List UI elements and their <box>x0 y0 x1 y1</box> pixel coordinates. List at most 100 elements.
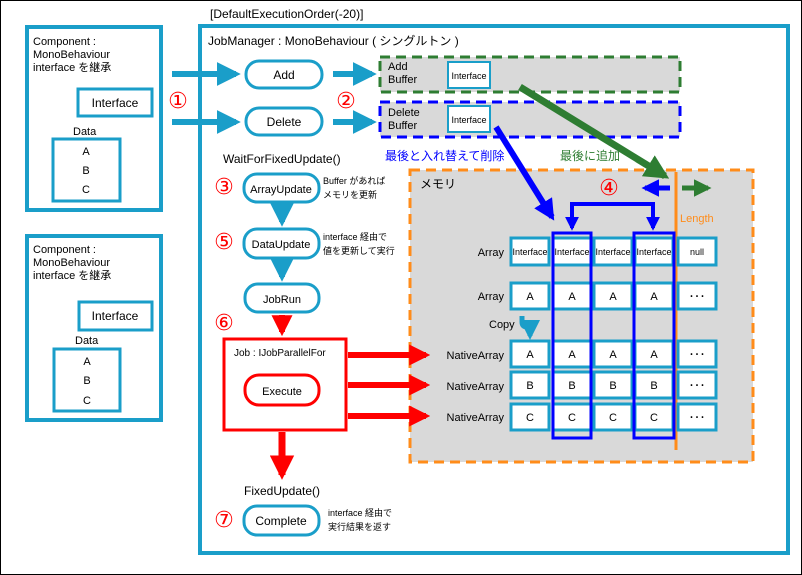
copy-label: Copy <box>489 319 515 331</box>
delete-buffer-interface: Interface <box>451 115 486 125</box>
step-2-number: ② <box>336 89 356 114</box>
delete-buffer-line2: Buffer <box>388 120 417 132</box>
component-2-title-line1: Component : <box>33 244 96 256</box>
step-7-number: ⑦ <box>214 508 234 533</box>
component-2-title-line2: MonoBehaviour <box>33 257 110 269</box>
fixed-update-label: FixedUpdate() <box>244 484 320 498</box>
row-3-cell-3 <box>592 339 634 369</box>
row-1-label: Array <box>478 247 505 259</box>
component-2-data-a: A <box>83 356 91 368</box>
row-4-cell-5-text: ･･･ <box>689 380 706 392</box>
component-1-data-b: B <box>82 165 89 177</box>
memory-row-data-array: Array A A A A ･･･ <box>478 281 718 311</box>
array-update-note-line2: メモリを更新 <box>323 189 377 200</box>
data-update-note-line2: 値を更新して実行 <box>323 245 395 256</box>
component-1-data-label: Data <box>73 126 97 138</box>
row-3-cell-5-text: ･･･ <box>689 349 706 361</box>
row-3-cell-1 <box>509 339 551 369</box>
component-2-data-label: Data <box>75 335 99 347</box>
complete-node <box>242 504 321 537</box>
complete-note-line1: interface 経由で <box>328 507 392 518</box>
highlight-column-last <box>632 231 676 440</box>
row-3-cell-3-text: A <box>609 349 617 361</box>
row-4-cell-1 <box>509 370 551 400</box>
row-5-cell-1 <box>509 402 551 432</box>
row-2-label: Array <box>478 291 505 303</box>
delete-button-label: Delete <box>267 115 302 129</box>
length-label: Length <box>680 213 714 225</box>
data-update-note-line1: interface 経由で <box>323 231 387 242</box>
step-5-number: ⑤ <box>214 230 234 255</box>
component-1-data-c: C <box>82 184 90 196</box>
row-4-cell-3 <box>592 370 634 400</box>
row-4-cell-1-text: B <box>526 380 533 392</box>
row-3-label: NativeArray <box>447 350 505 362</box>
add-buffer-line1: Add <box>388 61 408 73</box>
row-1-cell-2-text: Interface <box>554 247 589 257</box>
row-3-cell-2-text: A <box>568 349 576 361</box>
add-buffer: Add Buffer Interface <box>378 55 682 94</box>
complete-label: Complete <box>255 514 307 528</box>
component-2-interface-label: Interface <box>92 309 139 323</box>
row-2-cell-5-text: ･･･ <box>689 291 706 303</box>
row-5-cell-3 <box>592 402 634 432</box>
row-4-label: NativeArray <box>447 381 505 393</box>
component-1-title-line2: MonoBehaviour <box>33 49 110 61</box>
add-button[interactable] <box>244 59 324 90</box>
row-2-cell-1 <box>509 281 551 311</box>
add-buffer-interface: Interface <box>451 71 486 81</box>
row-2-cell-3 <box>592 281 634 311</box>
execute-node <box>243 373 321 407</box>
row-5-cell-5 <box>676 402 718 432</box>
component-2-title-line3: interface を継承 <box>33 268 111 282</box>
row-2-cell-2-text: A <box>568 291 576 303</box>
highlight-column-deleted <box>551 231 593 440</box>
row-5-cell-5-text: ･･･ <box>689 412 706 424</box>
row-1-cell-4-text: Interface <box>636 247 671 257</box>
row-2-cell-3-text: A <box>609 291 617 303</box>
execution-order-label: [DefaultExecutionOrder(-20)] <box>210 7 363 21</box>
component-1-title-line3: interface を継承 <box>33 60 111 74</box>
row-5-cell-4-text: C <box>650 412 658 424</box>
row-2-cell-4-text: A <box>650 291 658 303</box>
row-5-cell-2-text: C <box>568 412 576 424</box>
row-1-cell-1-text: Interface <box>512 247 547 257</box>
step-1-badge <box>167 89 189 111</box>
row-4-cell-5 <box>676 370 718 400</box>
row-2-cell-5 <box>676 281 718 311</box>
component-1-interface-box <box>76 87 154 118</box>
row-1-cell-1 <box>509 236 551 267</box>
step-1-number: ① <box>168 89 188 114</box>
row-1-cell-3 <box>592 236 634 267</box>
row-1-cell-5 <box>676 236 718 267</box>
append-last-note: 最後に追加 <box>560 148 620 163</box>
row-4-cell-2-text: B <box>568 380 575 392</box>
row-5-label: NativeArray <box>447 412 505 424</box>
array-update-note-line1: Buffer があれば <box>323 175 385 186</box>
component-1-title-line1: Component : <box>33 36 96 48</box>
row-4-cell-4-text: B <box>650 380 657 392</box>
memory-row-native-c: NativeArray C C C C ･･･ <box>447 402 718 432</box>
delete-button[interactable] <box>244 106 324 137</box>
component-2-interface-box <box>77 300 154 332</box>
job-manager-box <box>198 24 790 555</box>
row-3-cell-1-text: A <box>526 349 534 361</box>
copy-arrow <box>519 316 540 340</box>
wait-fixed-update-label: WaitForFixedUpdate() <box>223 152 341 166</box>
add-buffer-line2: Buffer <box>388 74 417 86</box>
component-1: Component : MonoBehaviour interface を継承 … <box>25 25 163 212</box>
swap-bracket <box>570 202 655 222</box>
add-to-memory-arrow <box>518 84 670 179</box>
component-2: Component : MonoBehaviour interface を継承 … <box>25 234 163 422</box>
complete-note-line2: 実行結果を返す <box>328 521 391 532</box>
step-6-number: ⑥ <box>214 311 234 336</box>
row-4-cell-3-text: B <box>609 380 616 392</box>
array-update-label: ArrayUpdate <box>250 184 312 196</box>
component-2-data-b: B <box>83 375 90 387</box>
job-run-label: JobRun <box>263 294 301 306</box>
memory-label: メモリ <box>420 177 456 191</box>
data-update-label: DataUpdate <box>252 239 311 251</box>
component-1-interface-label: Interface <box>92 96 139 110</box>
component-2-data-c: C <box>83 395 91 407</box>
